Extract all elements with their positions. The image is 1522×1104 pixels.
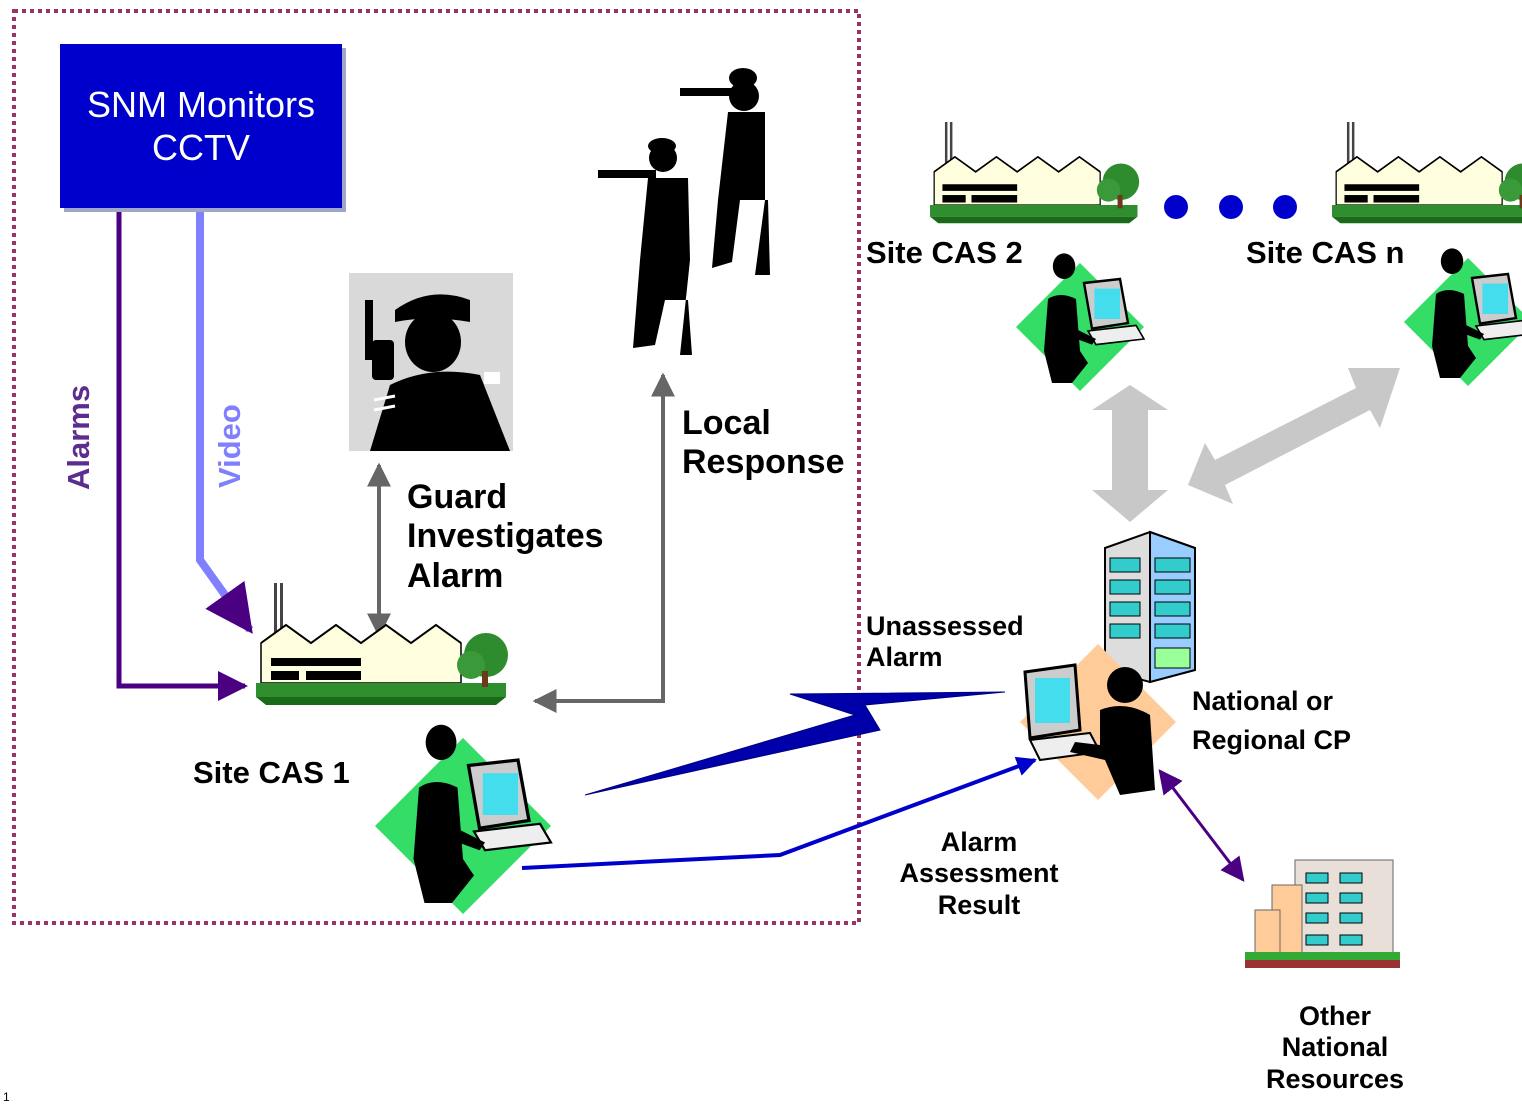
operator-workstation-icon bbox=[1014, 252, 1146, 393]
ellipsis-dot bbox=[1164, 195, 1188, 219]
snm-box-line2: CCTV bbox=[151, 127, 250, 168]
siten-link-arrow bbox=[1188, 368, 1400, 504]
guard-radio-icon bbox=[349, 273, 513, 451]
national-cp-label: National or Regional CP bbox=[1192, 686, 1352, 756]
local-response-arrow bbox=[532, 372, 675, 713]
assessment-result-arrow bbox=[521, 756, 1037, 870]
factory-icon bbox=[255, 582, 509, 706]
alarm-assessment-result-label: Alarm Assessment Result bbox=[899, 827, 1059, 920]
factory-icon bbox=[1331, 121, 1522, 225]
local-site-boundary bbox=[12, 9, 861, 925]
site-cas-1-label: Site CAS 1 bbox=[193, 755, 350, 790]
factory-icon bbox=[929, 121, 1140, 225]
alarms-flow-arrow bbox=[116, 206, 248, 701]
snm-monitors-box: SNM Monitors CCTV bbox=[60, 44, 342, 208]
snm-box-line1: SNM Monitors bbox=[86, 83, 316, 125]
alarms-label: Alarms bbox=[61, 384, 96, 490]
other-resources-link-arrow bbox=[1158, 769, 1245, 882]
local-response-label: Local Response bbox=[682, 404, 845, 482]
video-label: Video bbox=[212, 404, 247, 488]
operator-workstation-icon bbox=[1020, 644, 1176, 800]
ellipsis-dot bbox=[1219, 195, 1243, 219]
lightning-bolt-icon bbox=[584, 691, 1006, 796]
site-cas-n-label: Site CAS n bbox=[1246, 235, 1405, 270]
guard-investigates-label: Guard Investigates Alarm bbox=[407, 478, 604, 595]
office-building-icon bbox=[1104, 530, 1196, 684]
operator-workstation-icon bbox=[373, 723, 553, 916]
other-national-resources-label: Other National Resources bbox=[1265, 1001, 1405, 1094]
page-number: 1 bbox=[3, 1090, 10, 1104]
ellipsis-dot bbox=[1273, 195, 1297, 219]
unassessed-alarm-label: Unassessed Alarm bbox=[866, 611, 1024, 673]
site-cas-2-label: Site CAS 2 bbox=[866, 235, 1023, 270]
apartment-building-icon bbox=[1245, 859, 1400, 968]
site2-link-arrow bbox=[1092, 385, 1168, 522]
video-flow-arrow bbox=[196, 206, 254, 634]
operator-workstation-icon bbox=[1402, 247, 1522, 388]
armed-officers-icon bbox=[598, 68, 770, 355]
